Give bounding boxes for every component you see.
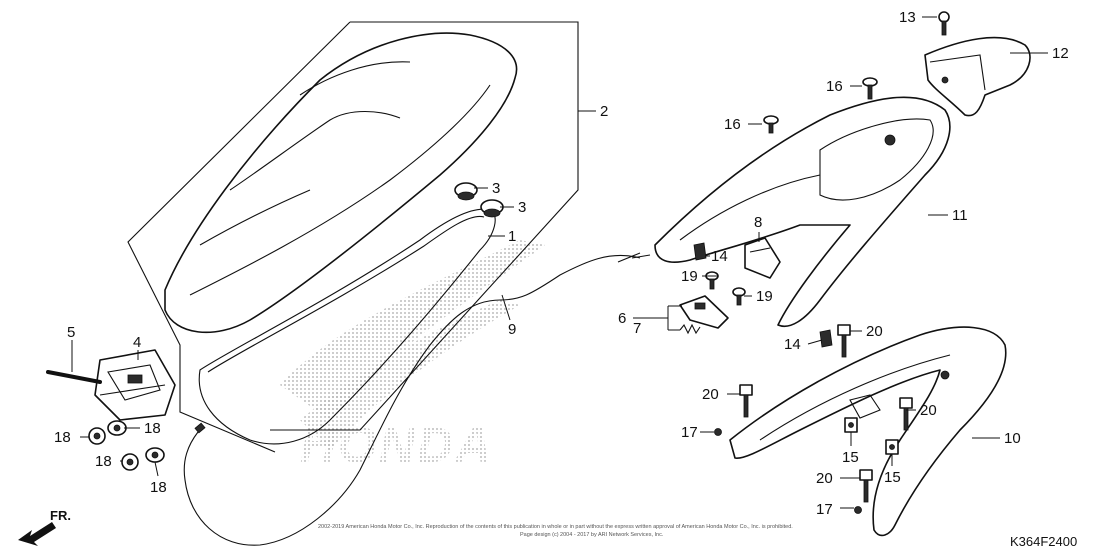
callout-18b: 18 (144, 420, 161, 437)
callout-9: 9 (508, 321, 516, 338)
screw-17-upper (714, 428, 722, 436)
copyright-footer: 2002-2019 American Honda Motor Co., Inc.… (318, 524, 793, 538)
screw-19-lower (732, 287, 746, 306)
bolt-20-c (899, 397, 913, 431)
seat-assembly-frame (127, 21, 579, 453)
front-direction-indicator: FR. (18, 508, 71, 546)
grommet-3 (121, 453, 139, 471)
callout-18a: 18 (54, 429, 71, 446)
callout-19a: 19 (681, 268, 698, 285)
honda-watermark: HONDA (280, 240, 545, 473)
callout-18c: 18 (95, 453, 112, 470)
grommet-1 (88, 427, 106, 445)
seat-lock (94, 349, 176, 421)
callout-20c: 20 (920, 402, 937, 419)
callout-11: 11 (952, 207, 968, 224)
callouts: 1 2 3 3 4 5 6 7 8 9 10 11 12 13 14 14 15… (54, 9, 1069, 518)
callout-14b: 14 (784, 336, 801, 353)
callout-6: 6 (618, 310, 626, 327)
callout-7: 7 (633, 320, 641, 337)
bolt-20-a (837, 324, 851, 358)
callout-5: 5 (67, 324, 75, 341)
copyright-line-1: 2002-2019 American Honda Motor Co., Inc.… (318, 524, 793, 530)
grommet-2 (107, 420, 127, 436)
seat-seal (198, 208, 496, 445)
callout-20b: 20 (702, 386, 719, 403)
callout-10: 10 (1004, 430, 1021, 447)
clip-14-upper (693, 242, 707, 261)
callout-17b: 17 (816, 501, 833, 518)
rear-cover (654, 96, 951, 327)
callout-16b: 16 (724, 116, 741, 133)
seat-cushion-lower (480, 199, 504, 218)
screw-16-upper (862, 77, 878, 100)
callout-12: 12 (1052, 45, 1069, 62)
screw-16-left (763, 115, 779, 134)
diagram-code: K364F2400 (1010, 534, 1077, 549)
callout-16a: 16 (826, 78, 843, 95)
callout-14a: 14 (711, 248, 728, 265)
screw-13 (938, 11, 950, 36)
callout-3a: 3 (492, 180, 500, 197)
clip-14-lower (819, 329, 833, 348)
callout-20d: 20 (816, 470, 833, 487)
seat-cushion-upper (454, 182, 478, 201)
rear-grip (729, 326, 1007, 537)
seat-lock-rod (46, 370, 102, 384)
grommet-4 (145, 447, 165, 463)
seat (164, 32, 518, 334)
watermark-text: HONDA (300, 417, 493, 473)
screw-19-upper (705, 271, 719, 290)
rear-center-cover (924, 36, 1031, 117)
spring-7 (679, 323, 701, 335)
callout-8: 8 (754, 214, 762, 231)
latch-6 (679, 295, 729, 329)
screw-17-lower (854, 506, 862, 514)
callout-15b: 15 (884, 469, 901, 486)
callout-1: 1 (508, 228, 516, 245)
front-direction-label: FR. (50, 508, 71, 523)
clip-nut-15-right (885, 439, 899, 455)
callout-13: 13 (899, 9, 916, 26)
callout-4: 4 (133, 334, 141, 351)
leader-lines (71, 16, 1048, 509)
callout-20a: 20 (866, 323, 883, 340)
bolt-20-d (859, 469, 873, 503)
seat-lock-cable (183, 252, 651, 546)
callout-19b: 19 (756, 288, 773, 305)
copyright-line-2: Page design (c) 2004 - 2017 by ARI Netwo… (520, 532, 664, 538)
bolt-20-b (739, 384, 753, 418)
callout-15a: 15 (842, 449, 859, 466)
callout-2: 2 (600, 103, 608, 120)
bracket-8 (744, 237, 781, 279)
callout-17a: 17 (681, 424, 698, 441)
callout-18d: 18 (150, 479, 167, 496)
callout-3b: 3 (518, 199, 526, 216)
clip-nut-15-left (844, 417, 858, 433)
